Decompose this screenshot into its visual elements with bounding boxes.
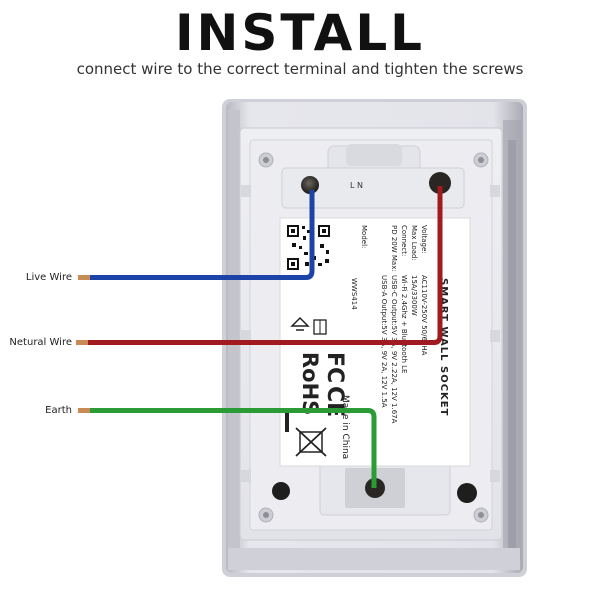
spec-value-2: Wi-Fi 2.4Ghz + Bluetooth LE xyxy=(400,275,408,373)
made-in-text: Made in China xyxy=(340,395,350,459)
fc-mark: FC xyxy=(322,352,347,383)
neutral-wire xyxy=(76,186,443,345)
spec-value-1: 15A/3300W xyxy=(410,275,418,316)
neutral-wire-label: Netural Wire xyxy=(9,337,72,348)
page-title: INSTALL xyxy=(174,4,426,62)
model-key: Model: xyxy=(360,225,368,248)
recycle-icon xyxy=(290,316,310,331)
qr-code-icon xyxy=(286,224,332,272)
weee-bar xyxy=(285,410,289,432)
model-value: WWS414 xyxy=(350,278,358,310)
live-wire xyxy=(78,190,315,280)
live-wire-label: Live Wire xyxy=(25,272,72,283)
earth-wire xyxy=(78,408,377,488)
neutral-wire-copper-end xyxy=(76,340,90,345)
spec-key-1: Max Load: xyxy=(410,225,418,261)
spec-value-3: USB-C Output:5V 3A, 9V 2.22A, 12V 1.67A xyxy=(390,275,398,424)
earth-wire-label: Earth xyxy=(45,405,72,416)
mounting-holes xyxy=(258,152,489,523)
weee-bin-icon xyxy=(295,427,327,457)
spec-value-0: AC110V-250V 50/60HA xyxy=(420,275,428,356)
terminal-markings: L N xyxy=(350,181,363,190)
rohs-mark: RoHS xyxy=(298,352,322,415)
manual-book-icon xyxy=(313,319,327,335)
live-wire-copper-end xyxy=(78,275,92,280)
spec-key-2: Connect: xyxy=(400,225,408,256)
spec-key-3: PD 20W Max: xyxy=(390,225,398,272)
earth-wire-copper-end xyxy=(78,408,92,413)
page-subtitle: connect wire to the correct terminal and… xyxy=(76,60,524,78)
product-name: SMART WALL SOCKET xyxy=(438,278,449,416)
spec-key-0: Voltage: xyxy=(420,225,428,254)
